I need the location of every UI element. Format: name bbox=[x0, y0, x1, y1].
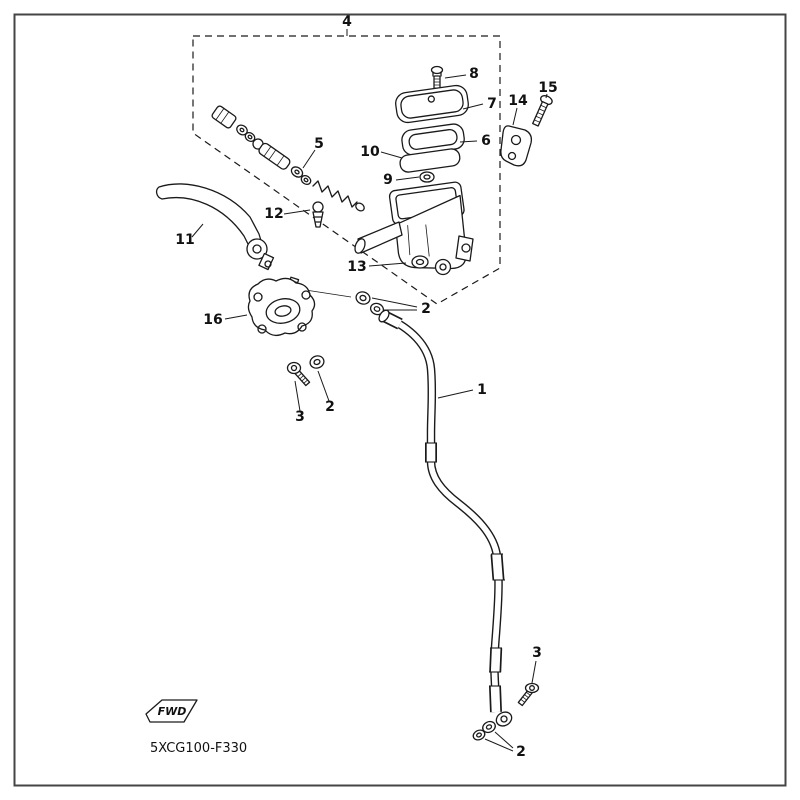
part-2-washers-mid bbox=[355, 291, 385, 316]
master-cylinder-body bbox=[354, 181, 474, 276]
page-border bbox=[13, 13, 787, 787]
part-7-reservoir-cap bbox=[395, 84, 469, 124]
part-label-16: 16 bbox=[203, 312, 222, 328]
part-11-brake-lever bbox=[155, 183, 275, 271]
part-14-bracket bbox=[500, 125, 533, 167]
part-label-4: 4 bbox=[342, 14, 352, 30]
banjo-eye bbox=[495, 711, 513, 727]
part-13-grommet bbox=[411, 255, 429, 269]
part-3-bolt-left bbox=[286, 361, 311, 387]
part-2-washers-bottom bbox=[472, 720, 496, 741]
fwd-marker: FWD bbox=[145, 699, 198, 723]
part-labels: 4 8 7 6 10 9 14 15 5 12 11 13 2 16 3 2 1… bbox=[175, 14, 557, 760]
part-label-8: 8 bbox=[469, 66, 479, 82]
part-2-washer-left bbox=[309, 355, 325, 369]
part-label-9: 9 bbox=[383, 172, 393, 188]
part-label-12: 12 bbox=[264, 206, 283, 222]
part-1-brake-hose bbox=[378, 309, 513, 727]
diagram-code: 5XCG100-F330 bbox=[150, 741, 247, 756]
leader-lines bbox=[191, 74, 548, 752]
part-label-11: 11 bbox=[175, 232, 194, 248]
fwd-flag-shape bbox=[145, 699, 198, 723]
return-spring bbox=[312, 180, 358, 208]
part-label-2-mid: 2 bbox=[421, 301, 431, 317]
part-16-handlebar-clamp bbox=[247, 276, 352, 337]
part-label-10: 10 bbox=[360, 144, 380, 160]
part-label-7: 7 bbox=[487, 96, 497, 112]
part-label-3-right: 3 bbox=[532, 645, 542, 661]
part-label-13: 13 bbox=[347, 259, 366, 275]
assembly-4-dashed-box bbox=[192, 29, 501, 305]
part-15-screw bbox=[532, 95, 553, 127]
part-12-pushrod-boot bbox=[312, 201, 324, 228]
part-label-14: 14 bbox=[508, 93, 528, 109]
part-label-5: 5 bbox=[314, 136, 324, 152]
part-5-piston-kit bbox=[211, 105, 365, 212]
part-label-15: 15 bbox=[538, 80, 557, 96]
part-label-6: 6 bbox=[481, 133, 491, 149]
part-label-2-bottom: 2 bbox=[516, 744, 526, 760]
part-3-bolt-right bbox=[517, 682, 540, 707]
part-label-2-left: 2 bbox=[325, 399, 335, 415]
part-label-1: 1 bbox=[477, 382, 487, 398]
part-10-diaphragm-plate bbox=[399, 148, 461, 173]
fwd-label: FWD bbox=[158, 705, 187, 718]
part-label-3-left: 3 bbox=[295, 409, 305, 425]
part-9-grommet bbox=[419, 171, 435, 183]
